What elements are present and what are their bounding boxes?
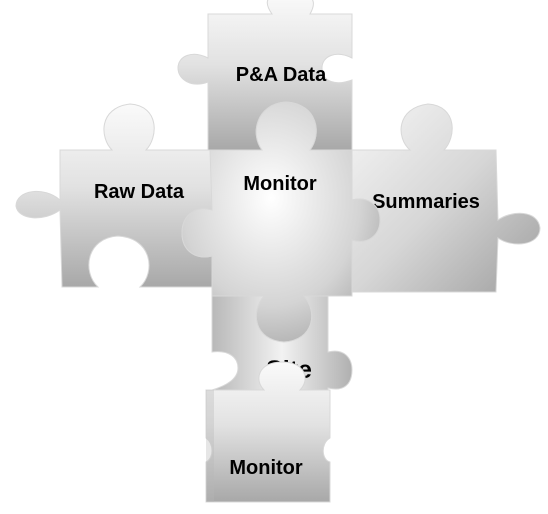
piece-bottom-monitor: Monitor bbox=[205, 361, 331, 503]
piece-center-monitor-label: Monitor bbox=[243, 173, 317, 195]
piece-raw-data-label: Raw Data bbox=[94, 181, 185, 203]
piece-pa-data-label: P&A Data bbox=[236, 64, 327, 86]
piece-center-monitor: Monitor bbox=[181, 101, 381, 343]
piece-raw-data: Raw Data bbox=[15, 103, 213, 288]
piece-summaries: Summaries bbox=[351, 103, 541, 293]
piece-summaries-label: Summaries bbox=[372, 191, 480, 213]
piece-bottom-monitor-label: Monitor bbox=[229, 457, 303, 479]
piece-pa-data: P&A Data bbox=[177, 0, 353, 151]
